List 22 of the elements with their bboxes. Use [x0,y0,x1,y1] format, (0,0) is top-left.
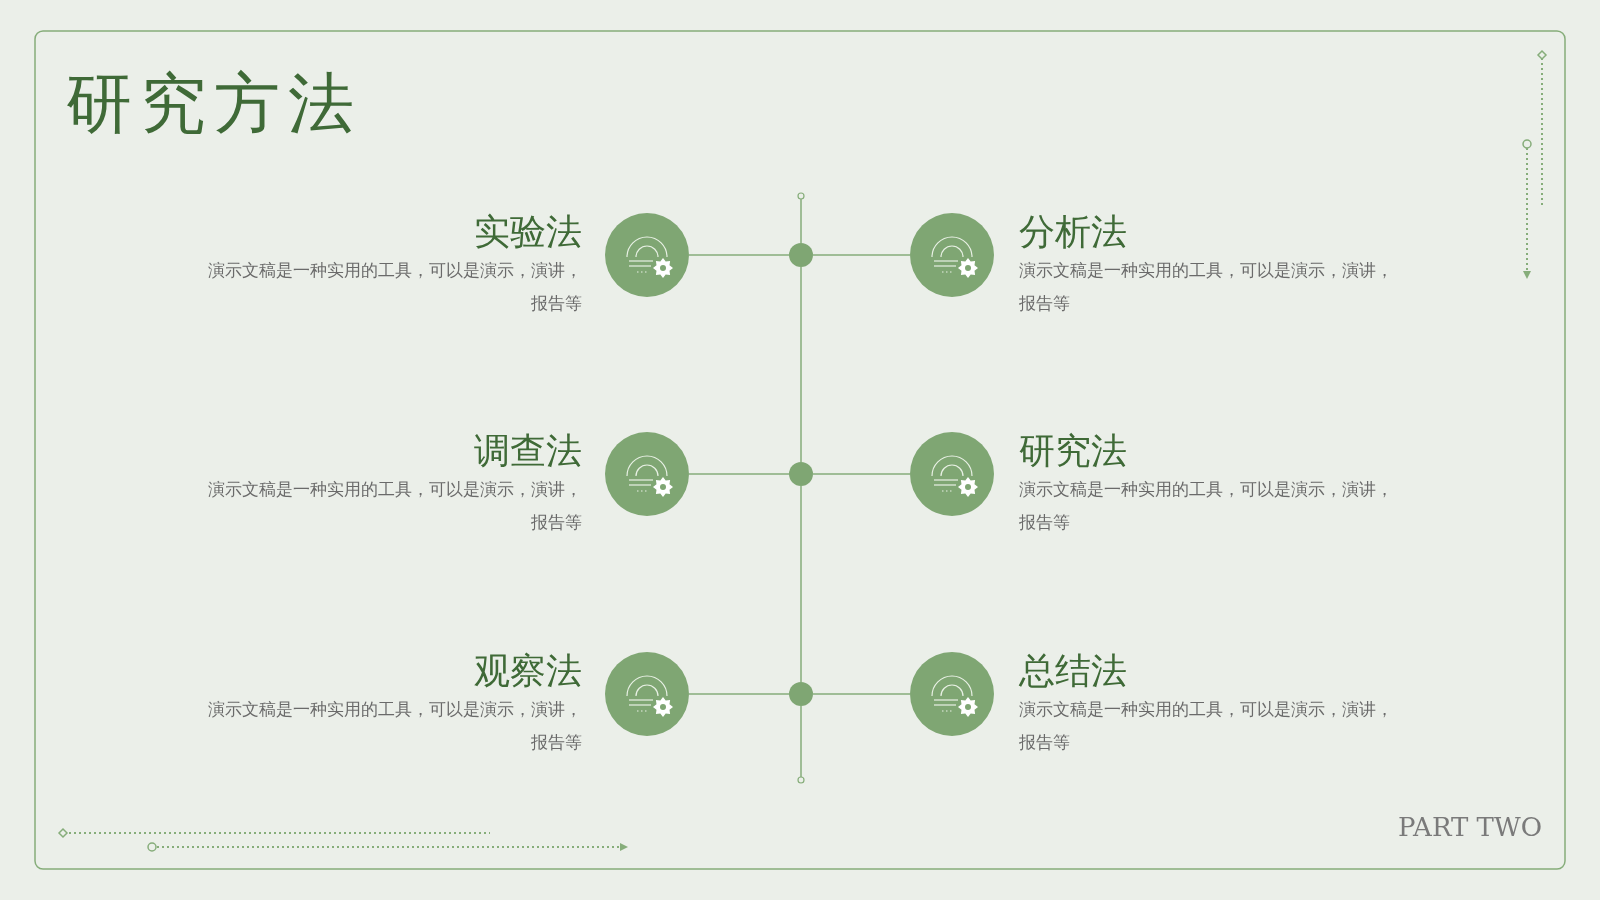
method-heading: 实验法 [474,210,582,254]
method-heading: 研究法 [1019,429,1127,473]
method-description: 演示文稿是一种实用的工具，可以是演示，演讲，报告等 [207,259,582,315]
method-description: 演示文稿是一种实用的工具，可以是演示，演讲，报告等 [207,478,582,534]
method-description: 演示文稿是一种实用的工具，可以是演示，演讲，报告等 [1019,478,1394,534]
method-heading: 调查法 [474,429,582,473]
connector-line [812,254,911,256]
method-description: 演示文稿是一种实用的工具，可以是演示，演讲，报告等 [1019,698,1394,754]
connector-line [812,693,911,695]
method-heading: 分析法 [1019,210,1127,254]
connector-line [688,254,790,256]
method-description: 演示文稿是一种实用的工具，可以是演示，演讲，报告等 [207,698,582,754]
method-heading: 总结法 [1019,649,1127,693]
section-label: PART TWO [1398,812,1542,842]
method-description: 演示文稿是一种实用的工具，可以是演示，演讲，报告等 [1019,259,1394,315]
title: 研究方法 [66,64,362,144]
connector-line [688,473,790,475]
connector-line [812,473,911,475]
connector-line [800,266,802,463]
method-heading: 观察法 [474,649,582,693]
connector-line [800,485,802,683]
connector-line [688,693,790,695]
